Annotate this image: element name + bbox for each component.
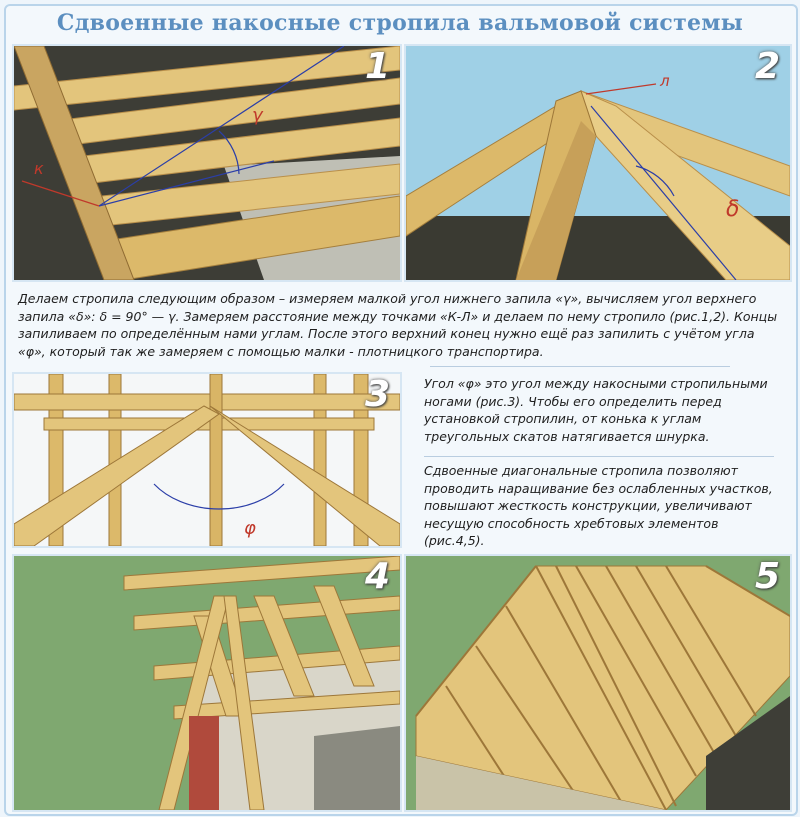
figure-2: л δ 2 bbox=[404, 44, 792, 282]
label-gamma: γ bbox=[252, 105, 264, 126]
divider bbox=[430, 366, 730, 367]
figure-3-number: 3 bbox=[364, 374, 390, 415]
figure-3: φ 3 bbox=[12, 372, 402, 548]
angle-phi-paragraph: Угол «φ» это угол между накосными стропи… bbox=[424, 376, 768, 444]
label-k: к bbox=[34, 159, 44, 178]
figure-5-number: 5 bbox=[754, 556, 780, 597]
label-l: л bbox=[659, 72, 670, 90]
page-title: Сдвоенные накосные стропила вальмовой си… bbox=[56, 10, 744, 36]
double-rafters-paragraph: Сдвоенные диагональные стропила позволяю… bbox=[424, 463, 773, 548]
figure-4: 4 bbox=[12, 554, 402, 812]
instructions-paragraph: Делаем стропила следующим образом – изме… bbox=[18, 291, 778, 359]
figure-2-number: 2 bbox=[754, 46, 780, 87]
figure-5-drawing bbox=[406, 556, 790, 810]
label-phi: φ bbox=[244, 518, 256, 539]
figure-5: 5 bbox=[404, 554, 792, 812]
figure-1-number: 1 bbox=[364, 46, 390, 87]
figure-4-number: 4 bbox=[364, 556, 390, 597]
figure-4-drawing bbox=[14, 556, 400, 810]
divider bbox=[424, 456, 774, 457]
figure-2-drawing: л δ bbox=[406, 46, 790, 280]
figure-3-drawing: φ bbox=[14, 374, 400, 546]
figure-1: к γ 1 bbox=[12, 44, 402, 282]
figure-1-drawing: к γ bbox=[14, 46, 400, 280]
label-delta: δ bbox=[726, 197, 739, 222]
